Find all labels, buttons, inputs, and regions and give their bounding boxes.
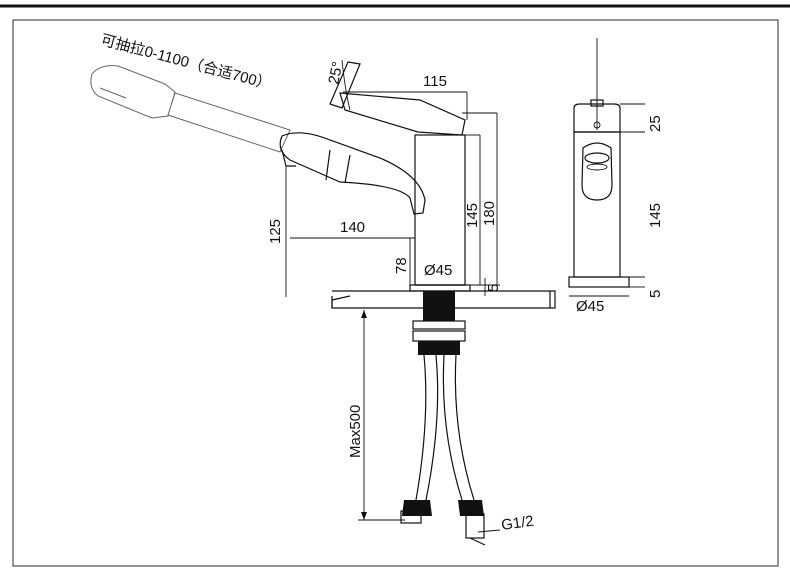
spout-angle-label: 25° [325, 60, 346, 86]
spout-reach-label: 140 [340, 219, 365, 236]
body-diameter-label: Ø45 [424, 262, 452, 279]
side-body-height-label: 145 [647, 203, 664, 228]
thread-size-label: G1/2 [500, 513, 535, 534]
supply-hoses [400, 354, 486, 546]
handle-length-label: 115 [423, 73, 447, 90]
hose-length-label: Max500 [347, 405, 364, 458]
side-base-thickness-label: 5 [647, 290, 664, 298]
overall-height-label: 180 [481, 201, 498, 226]
base-thickness-label: 5 [485, 284, 502, 292]
dimension-lines [285, 59, 501, 533]
body-height-label: 145 [464, 203, 481, 228]
side-body-diameter-label: Ø45 [576, 298, 604, 315]
base-height-label: 78 [393, 257, 410, 274]
countertop [331, 290, 556, 309]
side-top-height-label: 25 [647, 115, 664, 132]
pulled-out-spray-head [90, 65, 291, 153]
spout-arc [279, 132, 426, 215]
spout-height-label: 125 [267, 219, 284, 244]
handle-lever [329, 61, 466, 136]
side-view [568, 38, 645, 297]
frame [0, 4, 790, 567]
mounting-assembly [412, 291, 466, 355]
